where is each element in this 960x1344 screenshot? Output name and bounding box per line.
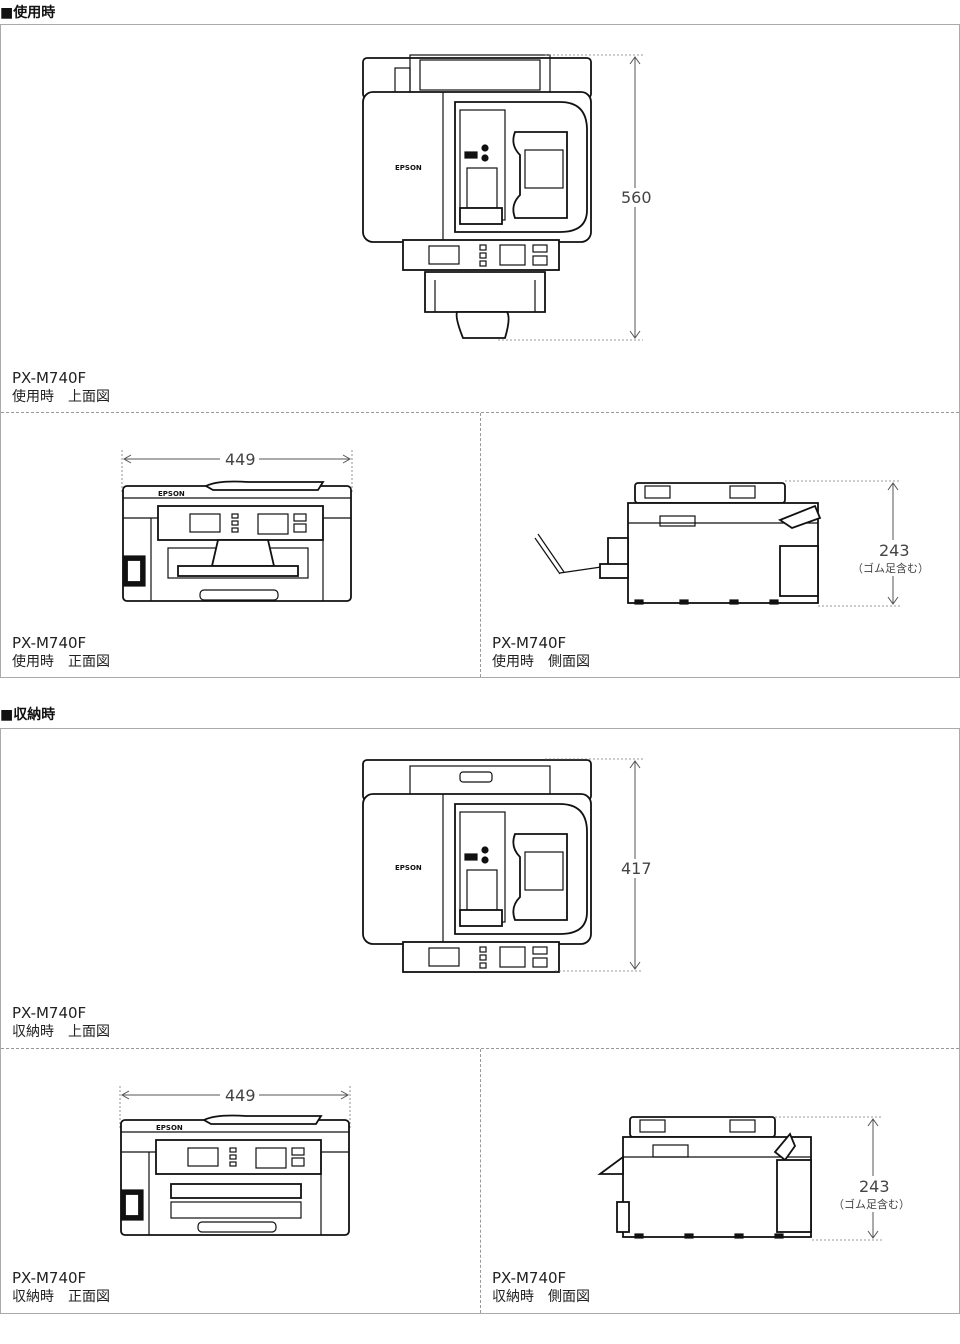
model-name: PX-M740F [492, 1269, 567, 1287]
dimension-note: （ゴム足含む） [852, 560, 929, 576]
section-title-stored: ■収納時 [0, 707, 56, 723]
printer-front-view-in-use: EPSON [122, 480, 352, 602]
printer-top-view-in-use: EPSON [362, 54, 592, 339]
caption-side-in-use: PX-M740F 使用時 側面図 [492, 634, 590, 672]
dimension-note: （ゴム足含む） [833, 1196, 910, 1212]
view-name: 使用時 側面図 [492, 654, 590, 670]
caption-top-in-use: PX-M740F 使用時 上面図 [12, 369, 110, 407]
caption-front-in-use: PX-M740F 使用時 正面図 [12, 634, 110, 672]
divider [1, 1048, 959, 1049]
dimension-lines-front-in-use [121, 450, 353, 492]
section-title-in-use: ■使用時 [0, 5, 56, 21]
caption-side-stored: PX-M740F 収納時 側面図 [492, 1269, 590, 1307]
dimension-width: 449 [222, 450, 259, 469]
epson-logo: EPSON [395, 164, 422, 172]
dimension-lines-side-in-use [785, 480, 900, 607]
epson-logo: EPSON [158, 490, 185, 498]
dimension-depth: 560 [618, 188, 655, 207]
model-name: PX-M740F [12, 634, 87, 652]
caption-top-stored: PX-M740F 収納時 上面図 [12, 1004, 110, 1042]
printer-top-view-stored: EPSON [362, 759, 592, 973]
dimension-height: 243 [876, 541, 913, 560]
view-name: 収納時 側面図 [492, 1289, 590, 1305]
view-name: 使用時 正面図 [12, 654, 110, 670]
dimension-lines-front-stored [119, 1086, 351, 1128]
printer-side-view-in-use [534, 482, 822, 605]
view-name: 使用時 上面図 [12, 389, 110, 405]
epson-logo: EPSON [156, 1124, 183, 1132]
model-name: PX-M740F [492, 634, 567, 652]
model-name: PX-M740F [12, 369, 87, 387]
view-name: 収納時 上面図 [12, 1024, 110, 1040]
epson-logo: EPSON [395, 864, 422, 872]
dimension-depth: 417 [618, 859, 655, 878]
view-name: 収納時 正面図 [12, 1289, 110, 1305]
model-name: PX-M740F [12, 1004, 87, 1022]
divider [480, 1049, 481, 1313]
printer-front-view-stored: EPSON [120, 1114, 350, 1236]
printer-side-view-stored [597, 1116, 812, 1239]
dimension-width: 449 [222, 1086, 259, 1105]
model-name: PX-M740F [12, 1269, 87, 1287]
dimension-height: 243 [856, 1177, 893, 1196]
divider [1, 412, 959, 413]
divider [480, 413, 481, 677]
caption-front-stored: PX-M740F 収納時 正面図 [12, 1269, 110, 1307]
